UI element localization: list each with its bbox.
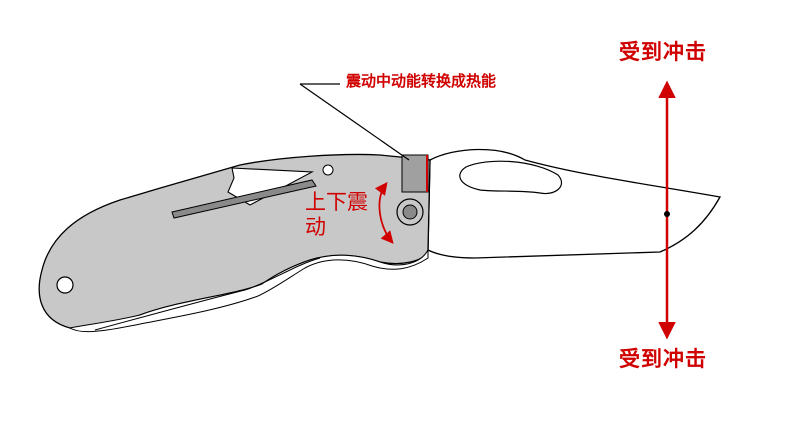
impact-point [664,211,670,217]
liner-lock-spring [171,179,317,219]
blade-finger-hole [459,160,563,195]
callout-label: 震动中动能转换成热能 [346,72,497,90]
impact-label-top: 受到冲击 [619,40,707,64]
pivot-screw-inner [402,204,418,220]
vibration-label: 上下震动 [305,190,368,239]
callout-pointer-line [299,83,410,161]
handle-inlay [68,249,429,333]
impact-label-bottom: 受到冲击 [619,347,707,371]
handle-pin [322,164,334,176]
lock-bar [401,154,429,193]
lanyard-hole [56,276,74,294]
vibration-arrow [374,181,394,244]
handle-inlay-inner [94,257,321,331]
